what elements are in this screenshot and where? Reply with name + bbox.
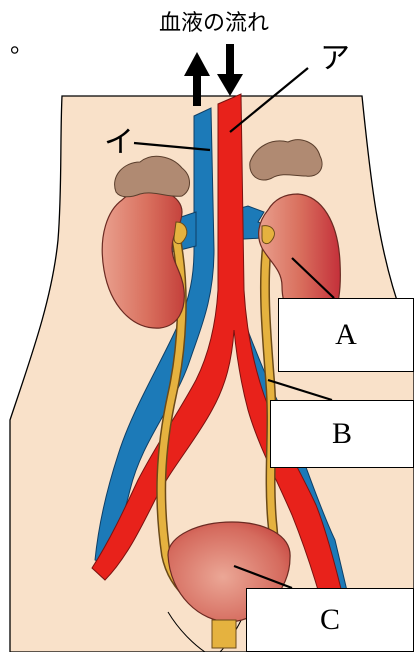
leading-mark: 。 xyxy=(10,30,34,58)
label-box-c: C xyxy=(246,588,414,652)
label-box-a-text: A xyxy=(335,318,357,352)
label-box-c-text: C xyxy=(320,603,340,637)
label-box-a: A xyxy=(278,298,414,372)
down-arrow-icon xyxy=(217,44,243,96)
label-box-b-text: B xyxy=(332,417,352,451)
vessel-label-a: ア xyxy=(320,41,350,76)
blood-flow-label: 血液の流れ xyxy=(159,11,269,36)
label-box-b: B xyxy=(270,400,414,468)
urethra xyxy=(212,620,236,648)
vessel-label-i: イ xyxy=(104,125,134,160)
